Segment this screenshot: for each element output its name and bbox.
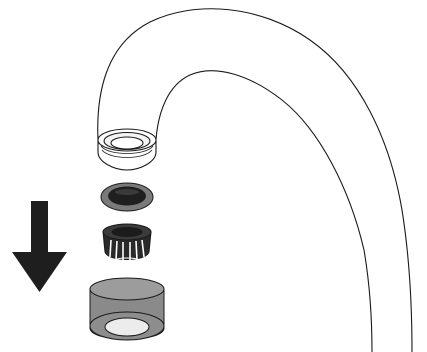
- restrictor-fin: [135, 240, 138, 261]
- spout-outlet-opening: [110, 136, 144, 150]
- washer-highlight: [115, 189, 139, 195]
- housing-top-face: [89, 277, 165, 301]
- restrictor-fin: [115, 240, 118, 261]
- spout-thread-lines: [100, 145, 154, 158]
- housing-bore: [104, 317, 150, 337]
- restrictor-fin: [141, 239, 145, 258]
- restrictor-bottom-ring: [111, 257, 143, 267]
- spout-inner-edge: [155, 70, 373, 352]
- restrictor-fin: [109, 239, 112, 258]
- arrow-shape: [12, 201, 67, 292]
- aerator-housing: [89, 277, 165, 341]
- restrictor-top-inner: [111, 227, 143, 237]
- spout-outlet: [97, 128, 157, 171]
- down-arrow-icon: [12, 201, 67, 292]
- rubber-washer: [100, 182, 154, 212]
- spout-outer-edge: [97, 8, 413, 352]
- faucet-spout: [97, 8, 413, 352]
- flow-restrictor-insert: [102, 223, 152, 267]
